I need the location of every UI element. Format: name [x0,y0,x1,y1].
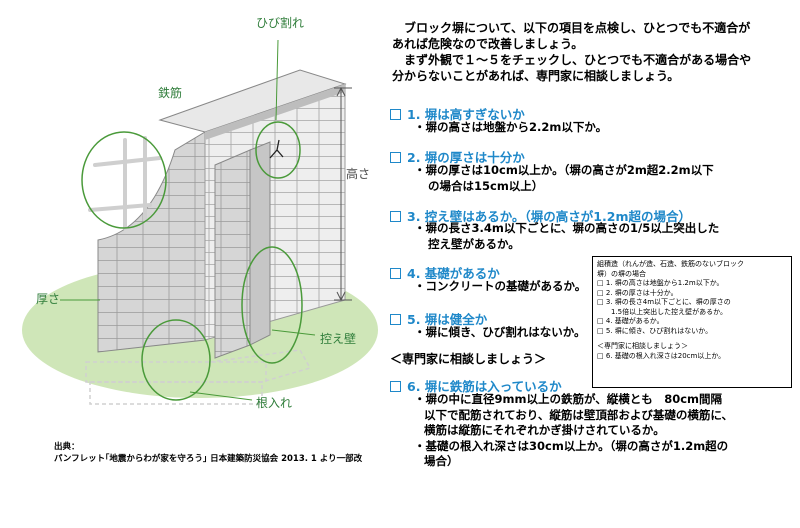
crack-mark [269,139,284,159]
masonry-consult: ＜専門家に相談しましょう＞ [597,342,688,350]
checkbox-icon [390,381,401,392]
intro-line-3: まず外観で１～５をチェックし、ひとつでも不適合がある場合や [404,53,752,67]
check-item-1-body: ・塀の高さは地盤から2.2m以下か。 [414,120,608,134]
label-height: 高さ [346,167,371,181]
block-wall-illustration [22,39,378,405]
label-buttress: 控え壁 [320,332,357,346]
check-item-6-heading: 6. 塀に鉄筋は入っているか [390,376,562,395]
check-item-3-heading: 3. 控え壁はあるか。（塀の高さが1.2m超の場合） [390,206,691,225]
check-item-2-body: ・塀の厚さは10cm以上か。（塀の高さが2m超2.2m以下の場合は15cm以上） [414,163,714,193]
check-item-5-body: ・塀に傾き、ひび割れはないか。 [414,325,586,339]
check-item-3-body: ・塀の長さ3.4m以下ごとに、塀の高さの1/5以上突出した控え壁があるか。 [414,221,720,251]
wall-front-panel [97,131,206,353]
checkbox-icon [390,152,401,163]
check-item-4-heading: 4. 基礎があるか [390,263,500,282]
crack-circle [255,121,301,179]
label-thickness: 厚さ [36,292,61,306]
intro-line-4: 分からないことがあれば、専門家に相談しましょう。 [392,69,680,83]
checkbox-icon [390,211,401,222]
source-label: 出典： [54,442,80,452]
label-rebar: 鉄筋 [158,86,183,100]
source-citation: 出典： パンフレット｢地震からわが家を守ろう｣ 日本建築防災協会 2013. 1… [54,441,362,465]
masonry-item: □ 2. 塀の厚さは十分か。 [597,288,678,297]
masonry-item: 1.5倍以上突出した控え壁があるか。 [597,307,727,316]
rebar-circle [81,131,167,229]
label-crack: ひび割れ [256,16,305,30]
masonry-item-6: □ 6. 基礎の根入れ深さは20cm以上か。 [597,351,726,360]
label-embedment: 根入れ [256,396,293,410]
rebar-bars [88,136,162,230]
checkbox-icon [390,109,401,120]
checkbox-icon [390,314,401,325]
intro-line-2: あれば危険なので改善しましょう。 [392,37,584,51]
masonry-item: □ 4. 基礎があるか。 [597,317,664,325]
masonry-item: □ 5. 塀に傾き、ひび割れはないか。 [597,326,713,335]
masonry-item: □ 3. 塀の長さ4m以下ごとに、塀の厚さの [597,298,731,306]
intro-line-1: ブロック塀について、以下の項目を点検し、ひとつでも不適合が [404,21,751,35]
check-item-5-heading: 5. 塀は健全か [390,309,487,328]
height-dimension [334,86,352,302]
masonry-title: 組積造（れんが造、石造、鉄筋のないブロック [597,260,744,268]
checkbox-icon [390,268,401,279]
check-item-2-heading: 2. 塀の厚さは十分か [390,147,525,166]
check-item-4-body: ・コンクリートの基礎があるか。 [414,279,587,293]
intro-text: ブロック塀について、以下の項目を点検し、ひとつでも不適合が あれば危険なので改善… [392,20,792,84]
source-text: パンフレット｢地震からわが家を守ろう｣ 日本建築防災協会 2013. 1 より一… [54,454,363,464]
check-item-1-heading: 1. 塀は高すぎないか [390,104,525,123]
buttress-circle [241,246,303,364]
footing [85,349,312,405]
masonry-checklist-box: 組積造（れんが造、石造、鉄筋のないブロック 塀）の塀の場合 □ 1. 塀の高さは… [592,256,792,388]
check-item-6-body: ・塀の中に直径9mm以上の鉄筋が、縦横とも 80cm間隔 以下で配筋されており、… [414,392,734,468]
masonry-item: □ 1. 塀の高さは地盤から1.2m以下か。 [597,279,724,287]
consult-heading: ＜専門家に相談しましょう＞ [390,352,547,366]
embedment-circle [141,319,211,401]
